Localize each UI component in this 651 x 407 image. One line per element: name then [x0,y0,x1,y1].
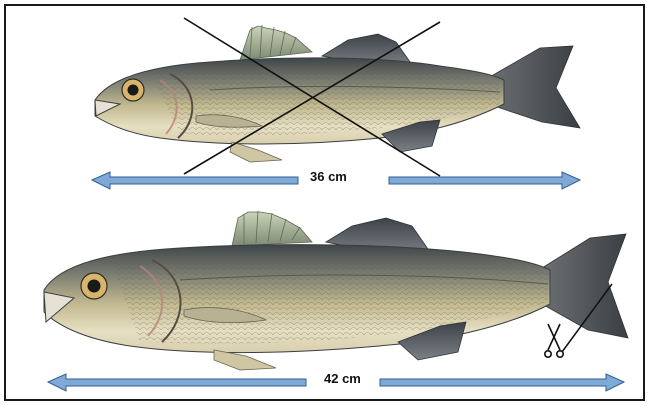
fish-undersize [95,25,580,162]
arrow-right-undersize [389,172,580,189]
arrow-left-undersize [92,172,298,189]
tail-fin [542,234,628,338]
pelvic-fin [230,142,282,162]
fish-legal-size [44,211,628,370]
scissors-icon [545,324,563,357]
measurement-label-legal-size: 42 cm [321,371,364,386]
measurement-label-undersize: 36 cm [307,169,350,184]
arrow-left-legal-size [48,374,306,391]
arrow-right-legal-size [380,374,624,391]
